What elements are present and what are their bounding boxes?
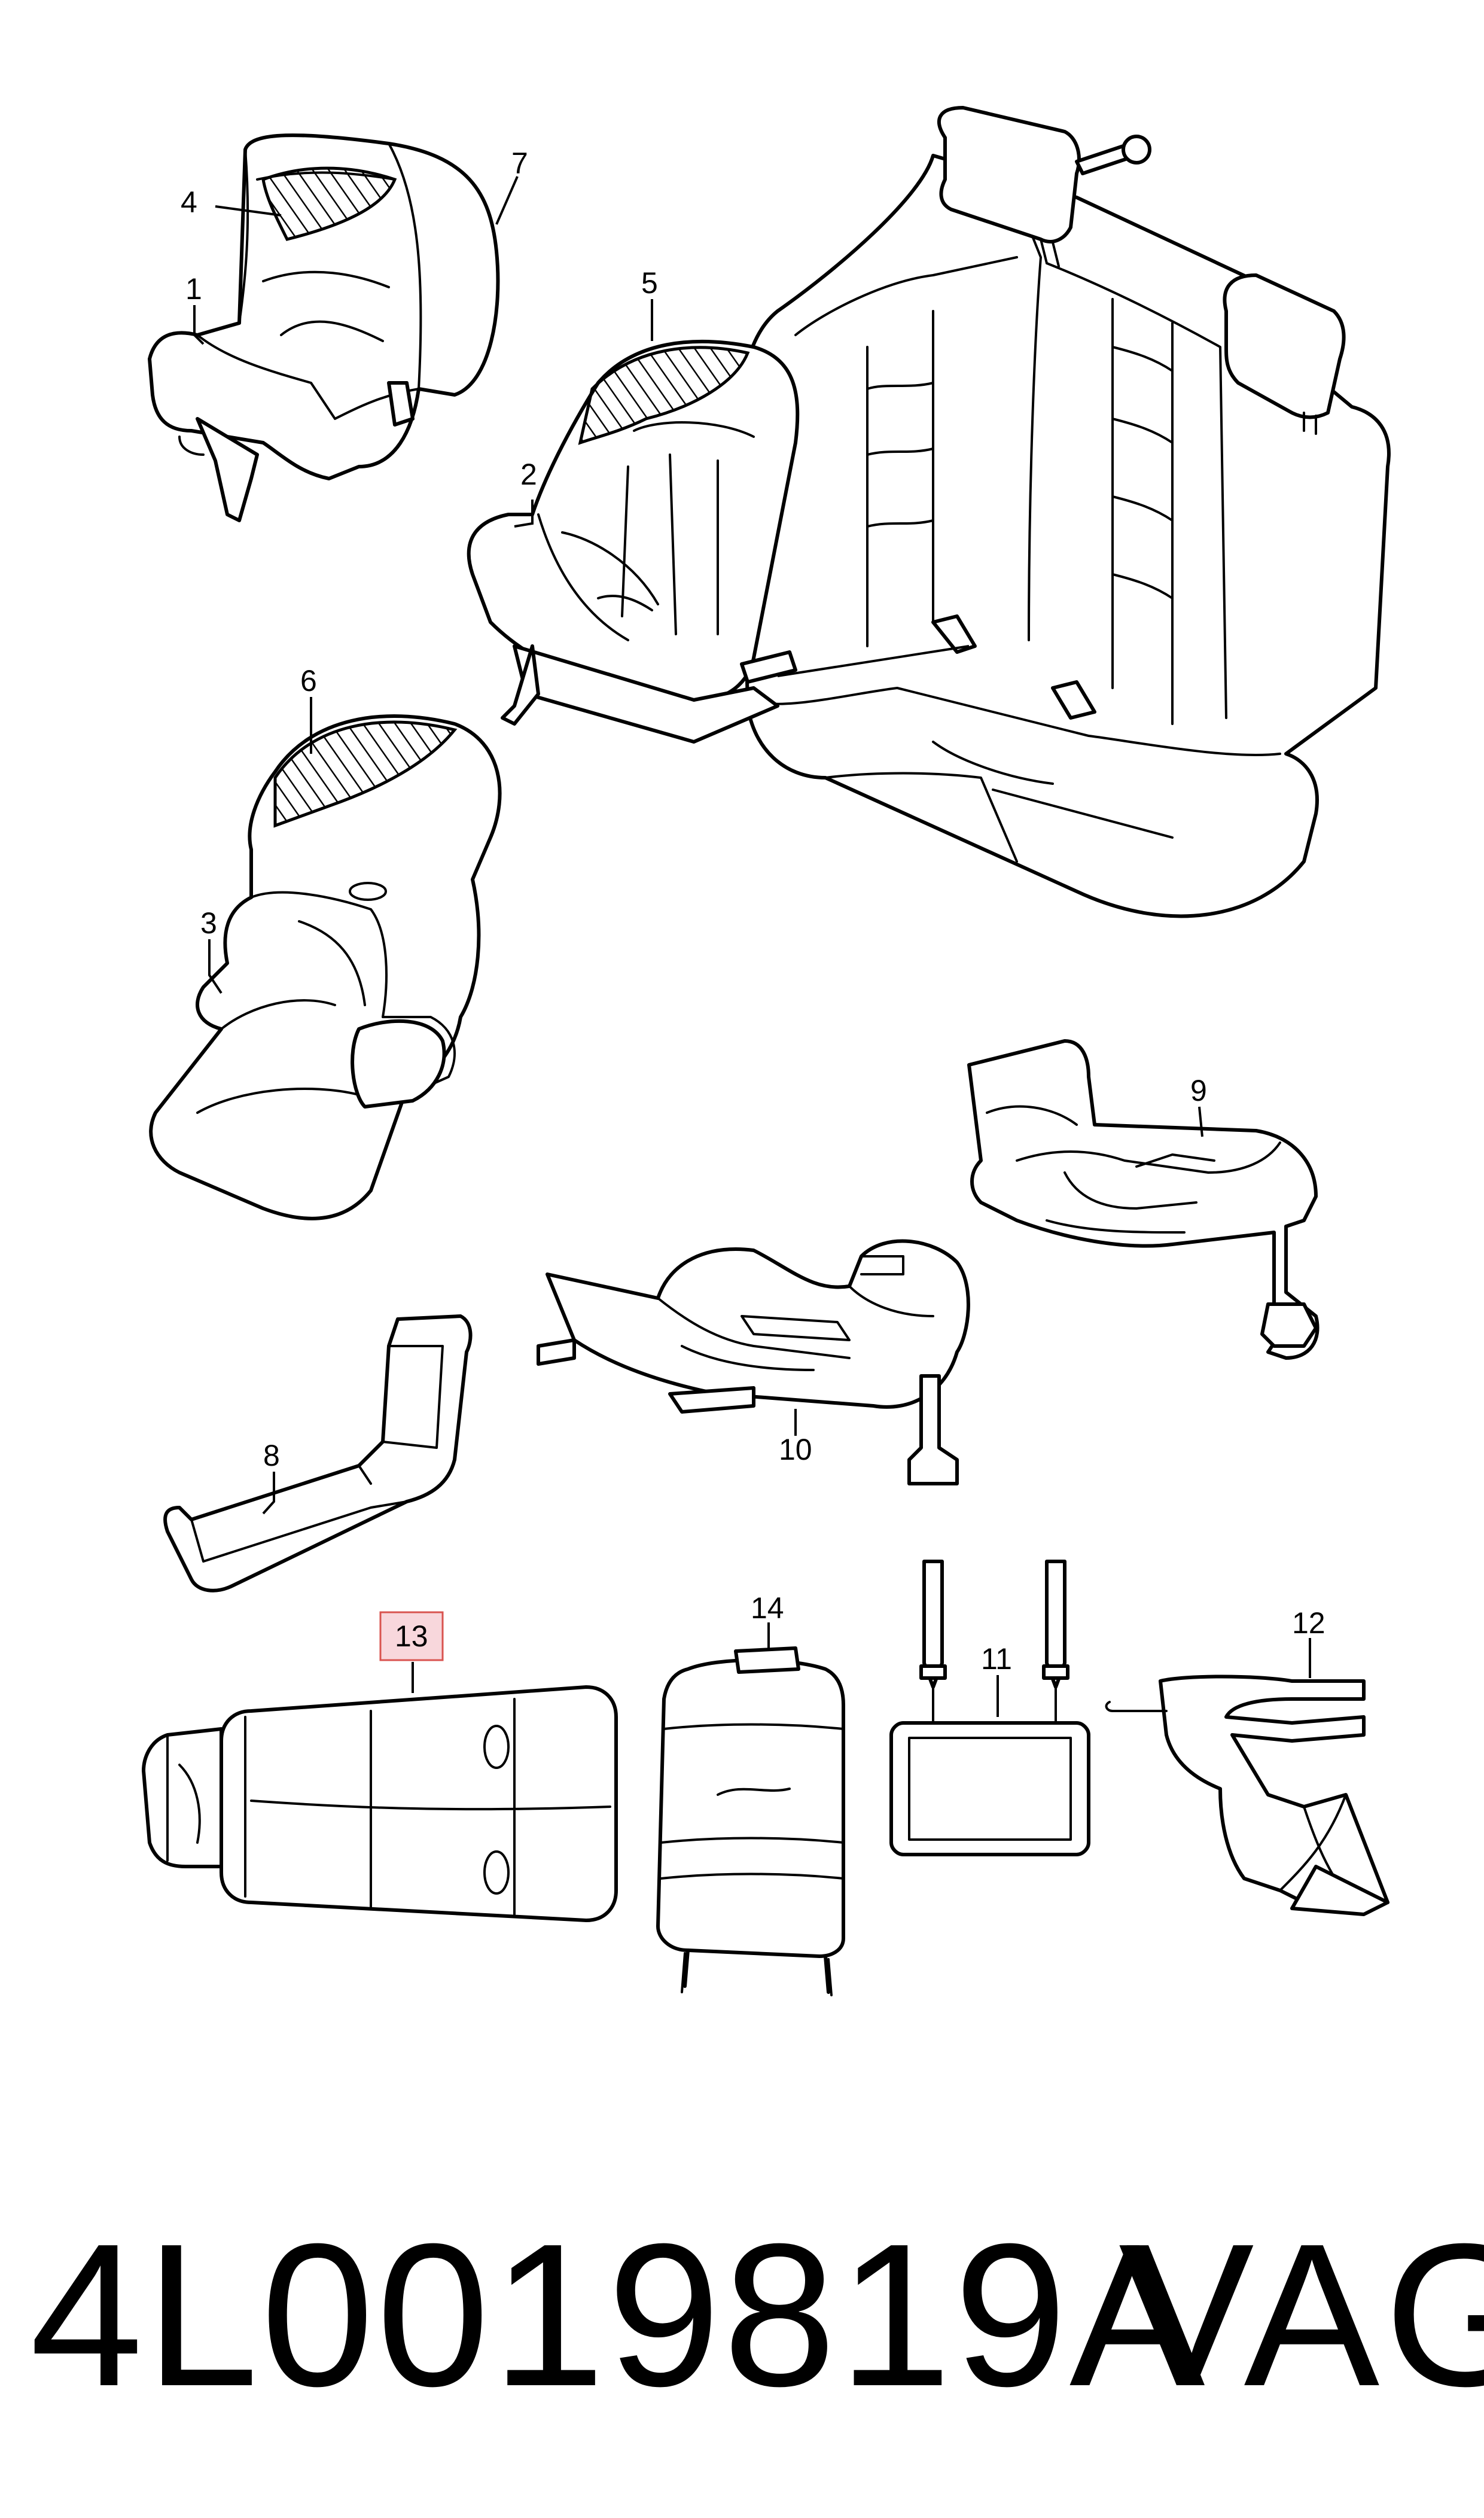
part-1-infant-carrier bbox=[148, 133, 500, 522]
part-12-sun-shade bbox=[1105, 1674, 1389, 1916]
callout-10: 10 bbox=[779, 1433, 812, 1466]
callout-8: 8 bbox=[263, 1439, 280, 1472]
callout-2: 2 bbox=[520, 458, 537, 491]
callout-7: 7 bbox=[511, 147, 528, 180]
rear-bench-seat bbox=[738, 106, 1391, 918]
part-2-child-seat bbox=[467, 339, 800, 744]
part-3-booster-seat bbox=[149, 714, 502, 1220]
leader-7 bbox=[495, 176, 519, 225]
callout-1: 1 bbox=[185, 272, 202, 306]
leader-8 bbox=[262, 1472, 275, 1515]
callout-14: 14 bbox=[751, 1591, 784, 1625]
callout-3: 3 bbox=[200, 906, 217, 940]
callout-13: 13 bbox=[395, 1619, 428, 1653]
part-8-seat-base-cushion bbox=[163, 1314, 473, 1593]
callout-11: 11 bbox=[981, 1642, 1012, 1676]
brand-name: VAG bbox=[1119, 2202, 1484, 2429]
callout-9: 9 bbox=[1190, 1074, 1207, 1107]
leader-4 bbox=[215, 205, 282, 217]
part-10-isofix-base bbox=[537, 1239, 970, 1485]
leader-1 bbox=[193, 305, 205, 345]
part-14-backseat-organizer bbox=[656, 1646, 845, 1996]
leader-3 bbox=[208, 939, 223, 994]
callout-12: 12 bbox=[1292, 1606, 1325, 1640]
leader-2 bbox=[514, 500, 534, 528]
part-number: 4L0019819A bbox=[30, 2202, 1208, 2429]
callout-5: 5 bbox=[641, 266, 658, 300]
part-13-seat-protector-mat bbox=[142, 1685, 618, 1922]
callout-13-highlight bbox=[379, 1611, 444, 1661]
leader-9 bbox=[1198, 1106, 1203, 1137]
callout-4: 4 bbox=[181, 185, 197, 219]
callout-6: 6 bbox=[300, 664, 317, 698]
part-11-baby-mirror bbox=[889, 1560, 1090, 1856]
part-9-isofix-base bbox=[967, 1039, 1320, 1360]
